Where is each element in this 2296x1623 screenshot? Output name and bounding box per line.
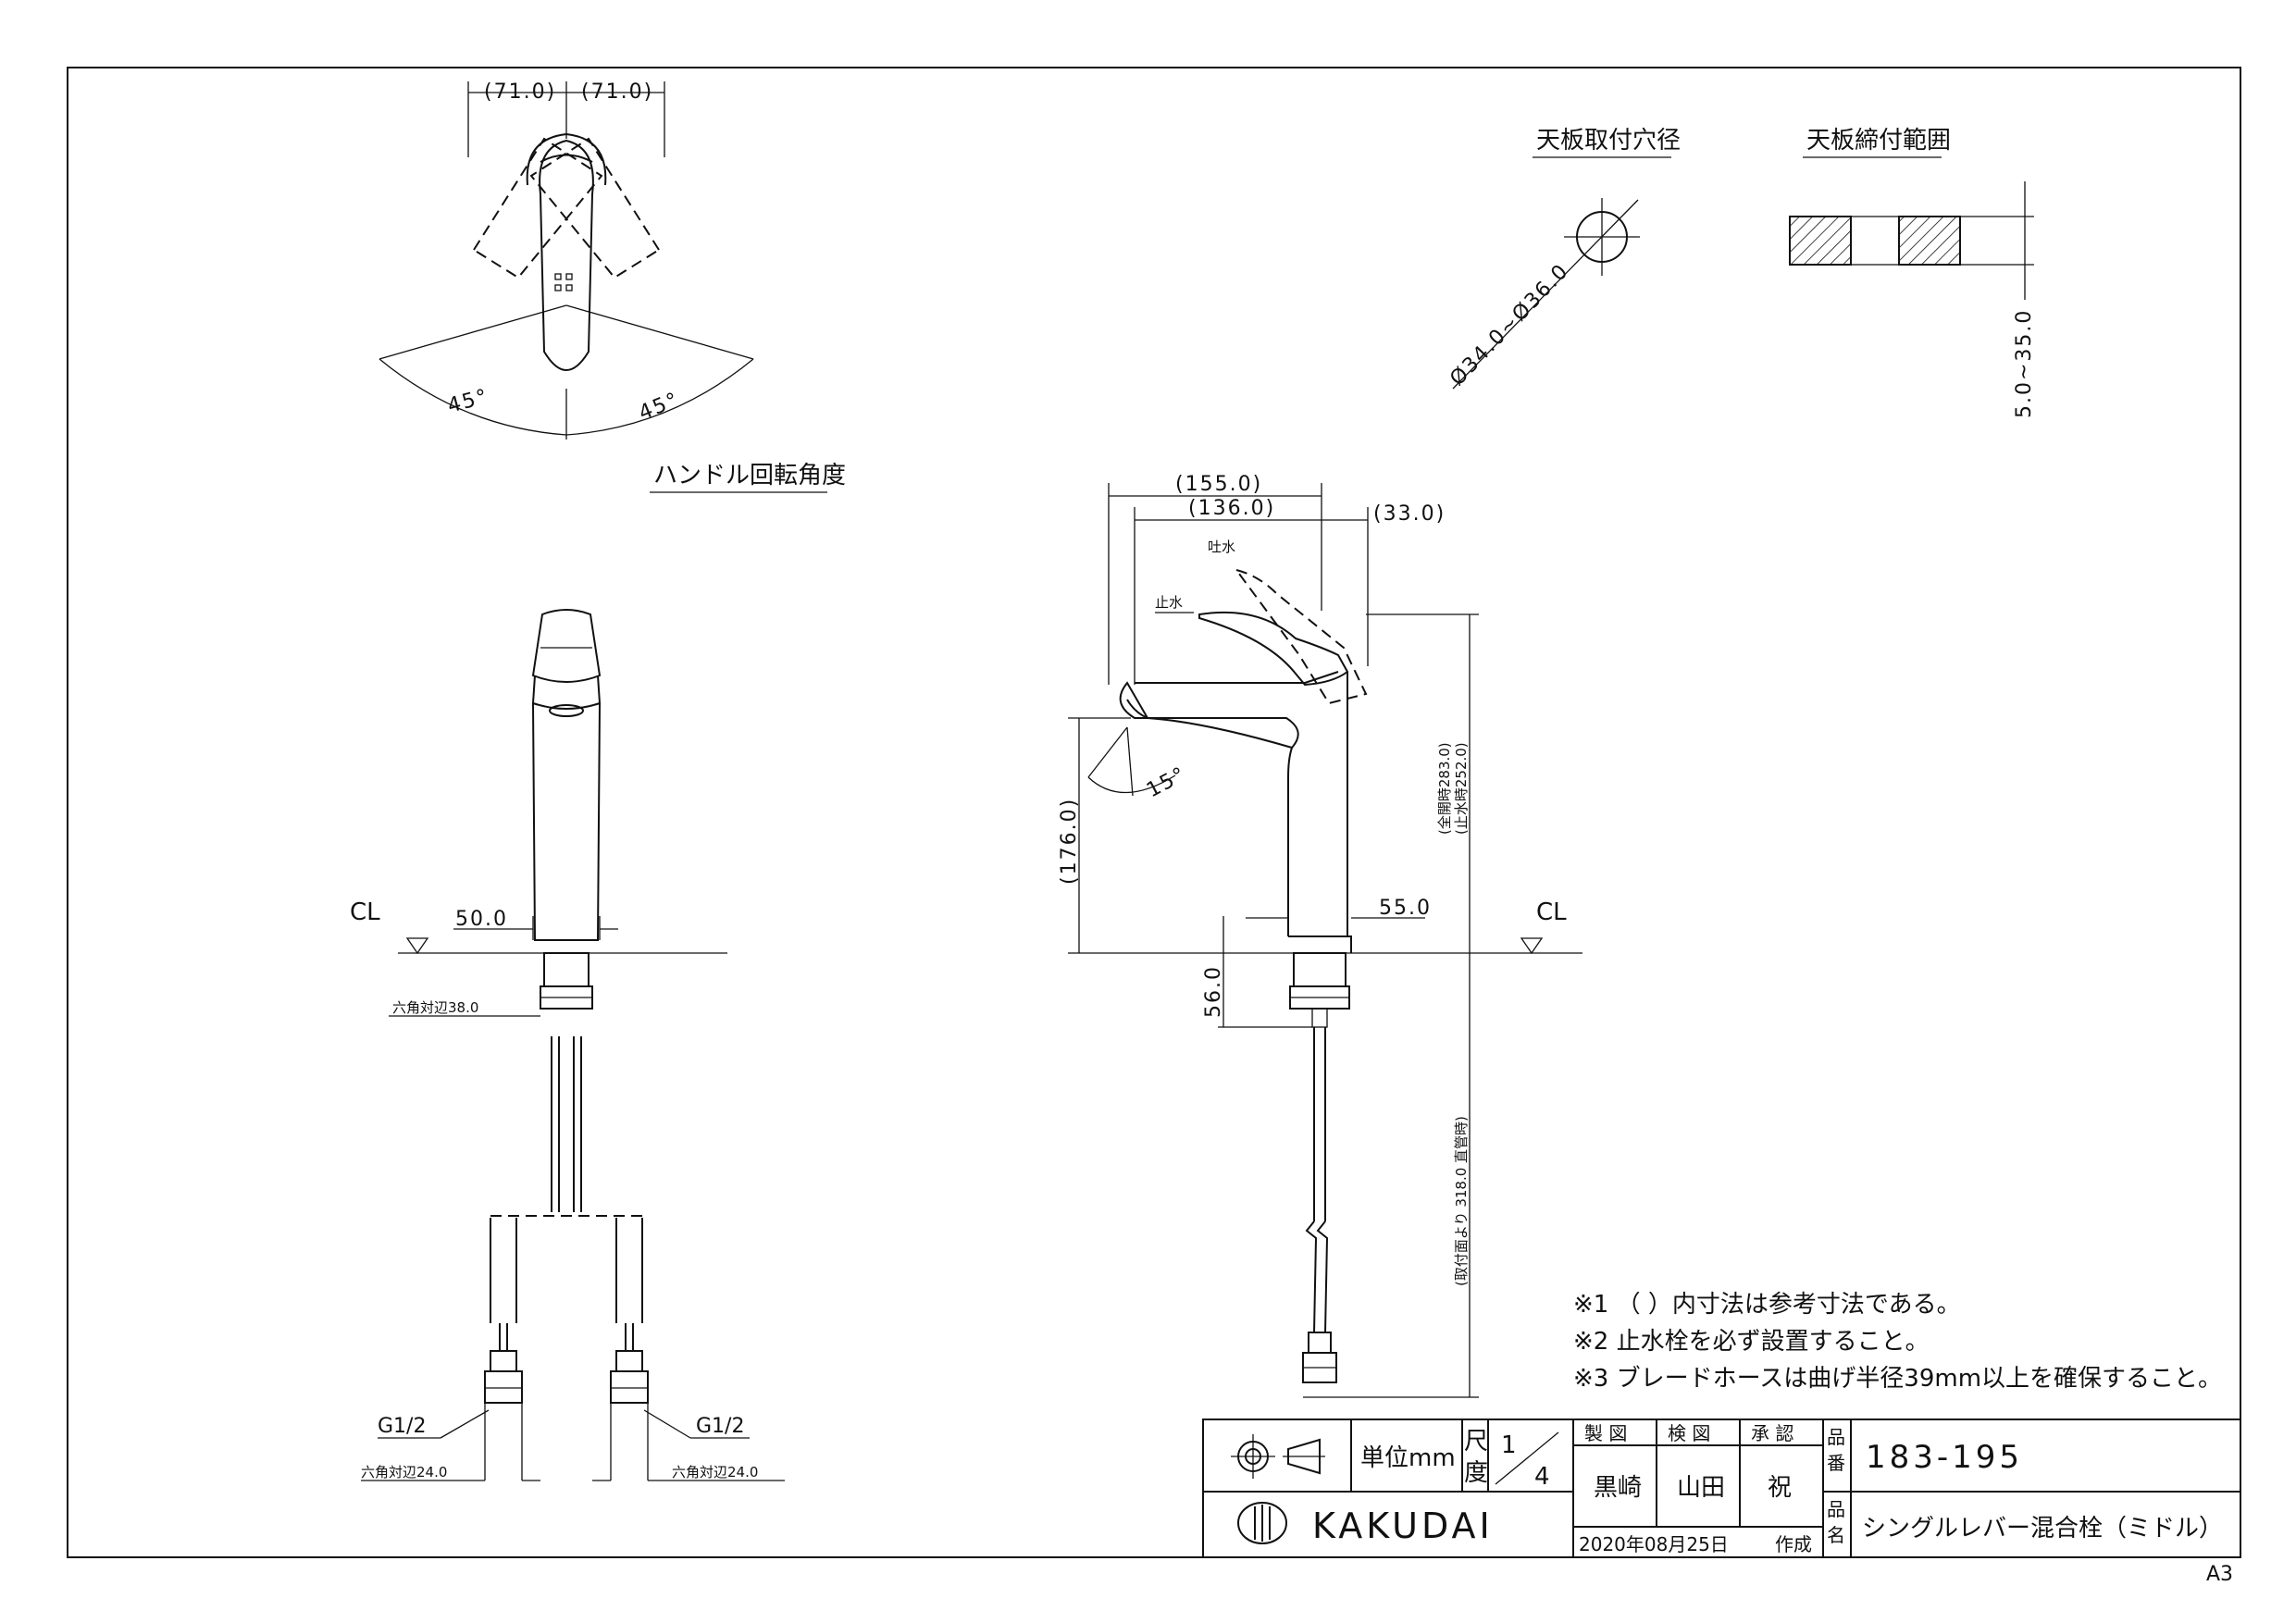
side-angle-15: 15° <box>1143 762 1190 802</box>
top-dim-left: (71.0) <box>484 81 556 104</box>
front-view: CL 50.0 六角対辺38.0 <box>350 609 785 1481</box>
top-angle-right: 45° <box>636 389 683 426</box>
side-hose-dim: (取付面より 318.0 直管時) <box>1453 1116 1470 1286</box>
front-g-right: G1/2 <box>696 1415 744 1438</box>
part-name: シングルレバー混合栓（ミドル） <box>1862 1515 2223 1542</box>
top-angle-left: 45° <box>445 385 491 418</box>
side-stop-label: 止水 <box>1155 594 1183 611</box>
note-1: ※1 （ ）内寸法は参考寸法である。 <box>1573 1291 1961 1319</box>
front-g-left: G1/2 <box>378 1415 426 1438</box>
name-label-1: 品 <box>1827 1498 1845 1520</box>
scale-label-1: 尺 <box>1464 1428 1488 1456</box>
unit-label: 単位mm <box>1360 1444 1456 1472</box>
number-label-2: 番 <box>1827 1452 1845 1474</box>
notes: ※1 （ ）内寸法は参考寸法である。 ※2 止水栓を必ず設置すること。 ※3 ブ… <box>1573 1291 2222 1393</box>
counter-thickness-view: 天板締付範囲 5.0~35.0 <box>1789 127 2036 418</box>
side-height-176: (176.0) <box>1058 798 1081 885</box>
scale-den: 4 <box>1534 1463 1550 1491</box>
note-3: ※3 ブレードホースは曲げ半径39mm以上を確保すること。 <box>1573 1365 2222 1393</box>
side-dim-136: (136.0) <box>1188 497 1275 520</box>
drawing-border <box>67 67 2241 1558</box>
side-view: (155.0) (136.0) (33.0) 吐水 止水 15° (176.0) <box>1058 473 1582 1398</box>
top-view: (71.0) (71.0) 45° 45° ハンドル回転角度 <box>379 81 846 493</box>
approve-name: 祝 <box>1768 1474 1792 1502</box>
front-hex-nut-dim: 六角対辺38.0 <box>392 999 478 1016</box>
date-suffix: 作成 <box>1775 1533 1812 1555</box>
part-number: 183-195 <box>1866 1439 2023 1476</box>
side-open-label: 吐水 <box>1208 539 1235 555</box>
front-base-dim: 50.0 <box>455 908 508 931</box>
date-text: 2020年08月25日 <box>1579 1533 1729 1555</box>
note-2: ※2 止水栓を必ず設置すること。 <box>1573 1328 1930 1356</box>
side-height-252: (止水時252.0) <box>1453 742 1470 835</box>
projection-symbol-icon <box>1231 1434 1325 1479</box>
check-label: 検 図 <box>1668 1422 1710 1444</box>
counter-title: 天板締付範囲 <box>1806 127 1951 155</box>
front-hex-left-dim: 六角対辺24.0 <box>361 1464 447 1481</box>
hole-dim: Ø34.0~Ø36.0 <box>1446 259 1573 390</box>
kakudai-logo-icon: KAKUDAI <box>1237 1502 1494 1546</box>
scale-label-2: 度 <box>1464 1459 1488 1487</box>
name-label-2: 名 <box>1827 1524 1845 1546</box>
check-name: 山田 <box>1677 1474 1725 1502</box>
side-cl-label: CL <box>1536 898 1567 926</box>
side-dim-155: (155.0) <box>1175 473 1262 496</box>
approve-label: 承 認 <box>1751 1422 1793 1444</box>
title-block: 単位mm 尺 度 1 4 製 図 検 図 承 認 黒崎 山田 祝 品 番 183… <box>1202 1419 2241 1558</box>
hole-diameter-view: 天板取付穴径 Ø34.0~Ø36.0 <box>1446 127 1681 390</box>
side-dim-56: 56.0 <box>1202 965 1225 1018</box>
brand-name: KAKUDAI <box>1312 1505 1494 1546</box>
sheet-size: A3 <box>2206 1563 2233 1586</box>
scale-num: 1 <box>1501 1431 1517 1459</box>
side-height-283: (全開時283.0) <box>1436 742 1453 835</box>
top-view-caption: ハンドル回転角度 <box>653 462 846 489</box>
top-dim-right: (71.0) <box>581 81 653 104</box>
side-body-dim: 55.0 <box>1379 897 1432 920</box>
front-cl-label: CL <box>350 898 380 926</box>
made-label: 製 図 <box>1584 1422 1627 1444</box>
front-hex-right-dim: 六角対辺24.0 <box>672 1464 758 1481</box>
side-dim-33: (33.0) <box>1373 502 1446 526</box>
hole-title: 天板取付穴径 <box>1536 127 1681 155</box>
number-label-1: 品 <box>1827 1426 1845 1448</box>
counter-dim: 5.0~35.0 <box>2013 309 2036 418</box>
made-name: 黒崎 <box>1594 1474 1642 1502</box>
